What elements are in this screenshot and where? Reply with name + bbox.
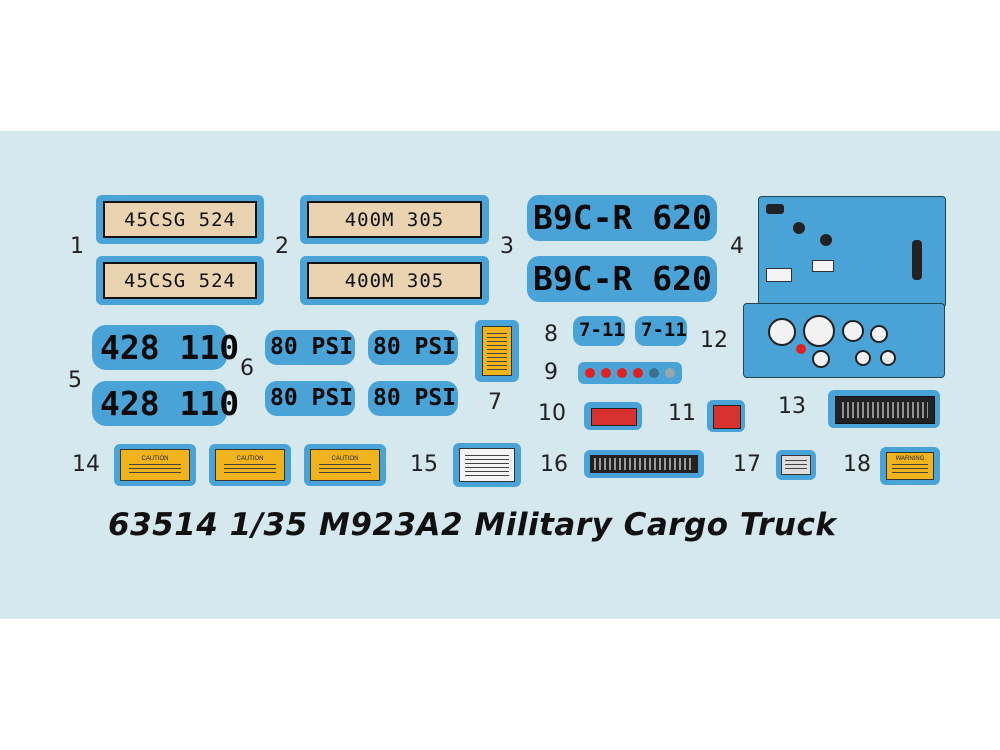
label-11: 11 xyxy=(668,401,696,426)
decal-6-c: 80 PSI xyxy=(270,385,354,411)
decal-4-label-b xyxy=(812,260,834,272)
decal-17-plate xyxy=(781,455,811,475)
label-9: 9 xyxy=(544,360,558,385)
decal-8-b: 7-11 xyxy=(641,319,687,341)
decal-4-mark-b xyxy=(793,222,805,234)
decal-9-light-4 xyxy=(633,368,643,378)
decal-9-light-2 xyxy=(601,368,611,378)
decal-14-a: CAUTION xyxy=(120,449,190,481)
decal-4-label-a xyxy=(766,268,792,282)
decal-9-light-1 xyxy=(585,368,595,378)
label-15: 15 xyxy=(410,452,438,477)
decal-14-b: CAUTION xyxy=(215,449,285,481)
decal-13-plate xyxy=(835,396,935,424)
decal-3-text-bottom: B9C-R 620 xyxy=(533,259,712,298)
decal-2-plate-bottom: 400M 305 xyxy=(307,262,482,299)
decal-14-c: CAUTION xyxy=(310,449,380,481)
decal-2-plate-top: 400M 305 xyxy=(307,201,482,238)
decal-15-placard xyxy=(459,448,515,482)
decal-7-placard xyxy=(482,326,512,376)
decal-12-gauge-e xyxy=(812,350,830,368)
decal-4-mark-d xyxy=(912,240,922,280)
decal-12-gauge-d xyxy=(870,325,888,343)
decal-8-a-backing xyxy=(573,316,625,346)
decal-5-text-bottom: 428 110 xyxy=(100,384,240,423)
label-12: 12 xyxy=(700,328,728,353)
decal-11-placard xyxy=(713,405,741,429)
label-7: 7 xyxy=(488,390,502,415)
decal-18-placard: WARNING xyxy=(886,452,934,480)
decal-6-d-backing xyxy=(368,381,458,416)
decal-9-light-5 xyxy=(649,368,659,378)
label-18: 18 xyxy=(843,452,871,477)
decal-6-b: 80 PSI xyxy=(373,334,457,360)
decal-5-text-top: 428 110 xyxy=(100,328,240,367)
decal-10-placard xyxy=(591,408,637,426)
decal-12-gauge-c xyxy=(842,320,864,342)
label-3: 3 xyxy=(500,234,514,259)
label-6: 6 xyxy=(240,356,254,381)
decal-9-strip xyxy=(578,362,682,384)
decal-8-b-backing xyxy=(635,316,687,346)
decal-9-light-6 xyxy=(665,368,675,378)
label-1: 1 xyxy=(70,234,84,259)
decal-12-gauge-f xyxy=(855,350,871,366)
label-10: 10 xyxy=(538,401,566,426)
label-4: 4 xyxy=(730,234,744,259)
decal-9-light-3 xyxy=(617,368,627,378)
decal-8-a: 7-11 xyxy=(579,319,625,341)
decal-12-gauge-b xyxy=(803,315,835,347)
label-13: 13 xyxy=(778,394,806,419)
decal-4-mark-c xyxy=(820,234,832,246)
decal-6-b-backing xyxy=(368,330,458,365)
decal-4-mark-a xyxy=(766,204,784,214)
decal-3-backing-2 xyxy=(527,256,717,302)
decal-3-backing xyxy=(527,195,717,241)
decal-5-backing-2 xyxy=(92,381,227,426)
decal-1-plate-top: 45CSG 524 xyxy=(103,201,257,238)
label-16: 16 xyxy=(540,452,568,477)
decal-6-d: 80 PSI xyxy=(373,385,457,411)
decal-12-warning-light xyxy=(796,344,806,354)
decal-1-plate-bottom: 45CSG 524 xyxy=(103,262,257,299)
decal-3-text-top: B9C-R 620 xyxy=(533,198,712,237)
decal-6-a-backing xyxy=(265,330,355,365)
decal-6-c-backing xyxy=(265,381,355,416)
decal-5-backing xyxy=(92,325,227,370)
decal-16-strip xyxy=(590,455,698,473)
sheet-title: 63514 1/35 M923A2 Military Cargo Truck xyxy=(108,507,837,543)
label-5: 5 xyxy=(68,368,82,393)
label-2: 2 xyxy=(275,234,289,259)
label-14: 14 xyxy=(72,452,100,477)
label-8: 8 xyxy=(544,322,558,347)
decal-6-a: 80 PSI xyxy=(270,334,354,360)
label-17: 17 xyxy=(733,452,761,477)
decal-12-gauge-g xyxy=(880,350,896,366)
decal-12-gauge-a xyxy=(768,318,796,346)
